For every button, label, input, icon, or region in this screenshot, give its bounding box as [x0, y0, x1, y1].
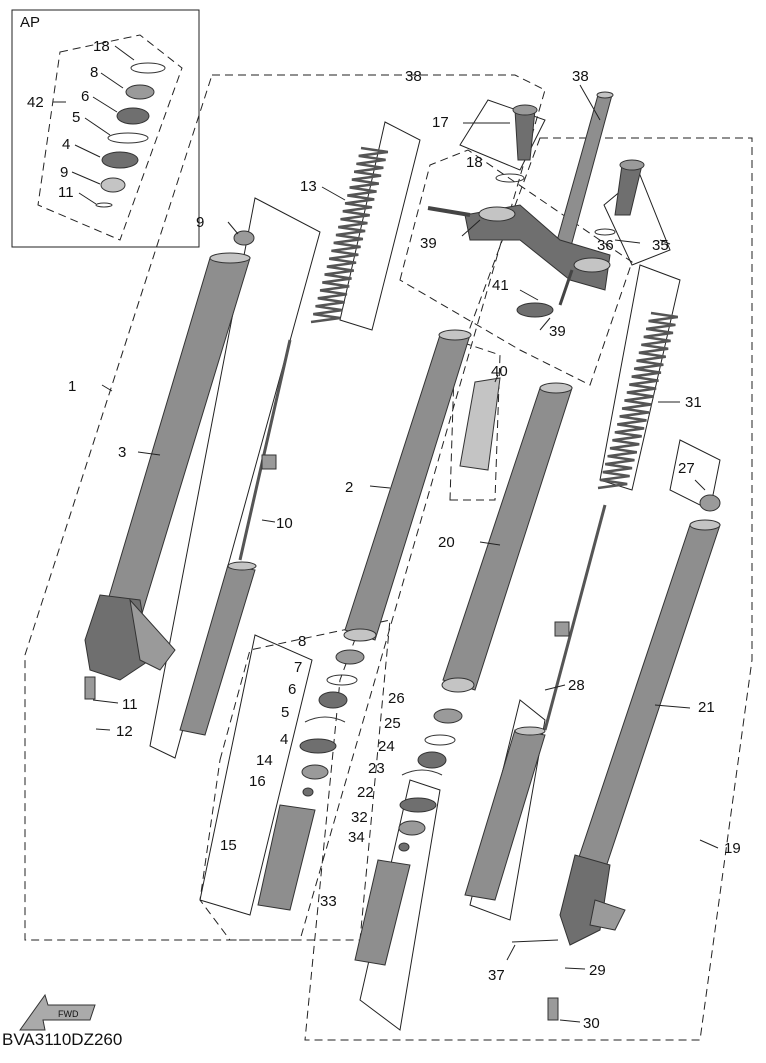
callout-42: 42 — [27, 94, 44, 111]
callout-19: 19 — [724, 840, 741, 857]
damper-group-left — [199, 634, 313, 916]
damper-group-right — [359, 779, 441, 1031]
callout-labels: 42 18 8 6 5 4 9 11 38 38 17 18 13 9 39 3… — [27, 38, 741, 1032]
fwd-label: FWD — [58, 1009, 79, 1019]
callout-7: 7 — [294, 659, 302, 676]
callout-41: 41 — [492, 277, 509, 294]
callout-29: 29 — [589, 962, 606, 979]
callout-6a: 6 — [81, 88, 89, 105]
callout-18b: 18 — [466, 154, 483, 171]
spring-group-right — [599, 264, 681, 491]
callout-10: 10 — [276, 515, 293, 532]
callout-9b: 9 — [196, 214, 204, 231]
callout-30: 30 — [583, 1015, 600, 1032]
callout-9a: 9 — [60, 164, 68, 181]
callout-23: 23 — [368, 760, 385, 777]
callout-8b: 8 — [298, 633, 306, 650]
outer-tube-left — [84, 252, 251, 681]
seal-stack-left — [257, 649, 365, 911]
callout-1: 1 — [68, 378, 76, 395]
callout-18a: 18 — [93, 38, 110, 55]
callout-11b: 11 — [122, 696, 138, 713]
callout-25: 25 — [384, 715, 401, 732]
callout-31: 31 — [685, 394, 702, 411]
callout-39a: 39 — [420, 235, 437, 252]
callout-12: 12 — [116, 723, 133, 740]
callout-2: 2 — [345, 479, 353, 496]
cap-group-left — [399, 149, 633, 386]
inner-tube-group-left — [149, 197, 321, 759]
callout-26: 26 — [388, 690, 405, 707]
bushing-left — [233, 230, 255, 246]
fork-assembly-left-outline — [24, 74, 546, 941]
callout-21: 21 — [698, 699, 715, 716]
callout-36: 36 — [597, 237, 614, 254]
callout-37: 37 — [488, 967, 505, 984]
spring-right — [597, 311, 678, 490]
bushing-right — [699, 494, 721, 512]
callout-34: 34 — [348, 829, 365, 846]
callout-28: 28 — [568, 677, 585, 694]
bolt-left — [84, 676, 96, 700]
steering-stem — [427, 91, 614, 318]
spring-left — [310, 146, 389, 324]
callout-16: 16 — [249, 773, 266, 790]
callout-38b: 38 — [572, 68, 589, 85]
fork-assembly-right-outline — [304, 137, 753, 1041]
fwd-arrow-icon: FWD — [19, 993, 96, 1031]
adjuster-group-left — [459, 99, 546, 171]
callout-32: 32 — [351, 809, 368, 826]
pad — [459, 377, 501, 471]
ap-label: AP — [20, 14, 40, 31]
callout-27: 27 — [678, 460, 695, 477]
callout-33: 33 — [320, 893, 337, 910]
outer-tube-center — [343, 329, 472, 642]
seal-stack-right — [354, 708, 463, 966]
callout-4b: 4 — [280, 731, 288, 748]
callout-5b: 5 — [281, 704, 289, 721]
callout-5a: 5 — [72, 109, 80, 126]
diagram-code: BVA3110DZ260 — [2, 1030, 123, 1049]
callout-4a: 4 — [62, 136, 70, 153]
ap-inset: AP — [11, 9, 200, 248]
callout-8a: 8 — [90, 64, 98, 81]
damper-rod-right — [464, 504, 607, 901]
callout-17: 17 — [432, 114, 449, 131]
bolt-right — [547, 997, 559, 1021]
callout-20: 20 — [438, 534, 455, 551]
bolt-37 — [511, 939, 559, 943]
leader-lines — [92, 84, 719, 1023]
callout-13: 13 — [300, 178, 317, 195]
adjuster-left — [495, 104, 538, 183]
callout-40: 40 — [491, 363, 508, 380]
callout-38: 38 — [405, 68, 422, 85]
callout-39b: 39 — [549, 323, 566, 340]
outer-tube-right — [559, 519, 721, 946]
callout-35: 35 — [652, 237, 669, 254]
callout-14: 14 — [256, 752, 273, 769]
callout-15: 15 — [220, 837, 237, 854]
callout-6b: 6 — [288, 681, 296, 698]
damper-rod-left — [179, 339, 292, 736]
callout-22: 22 — [357, 784, 374, 801]
adjuster-right — [594, 159, 645, 236]
pad-group — [449, 339, 501, 501]
callout-11a: 11 — [58, 184, 74, 201]
callout-3: 3 — [118, 444, 126, 461]
callout-24: 24 — [378, 738, 395, 755]
inner-tube-center — [441, 382, 573, 693]
